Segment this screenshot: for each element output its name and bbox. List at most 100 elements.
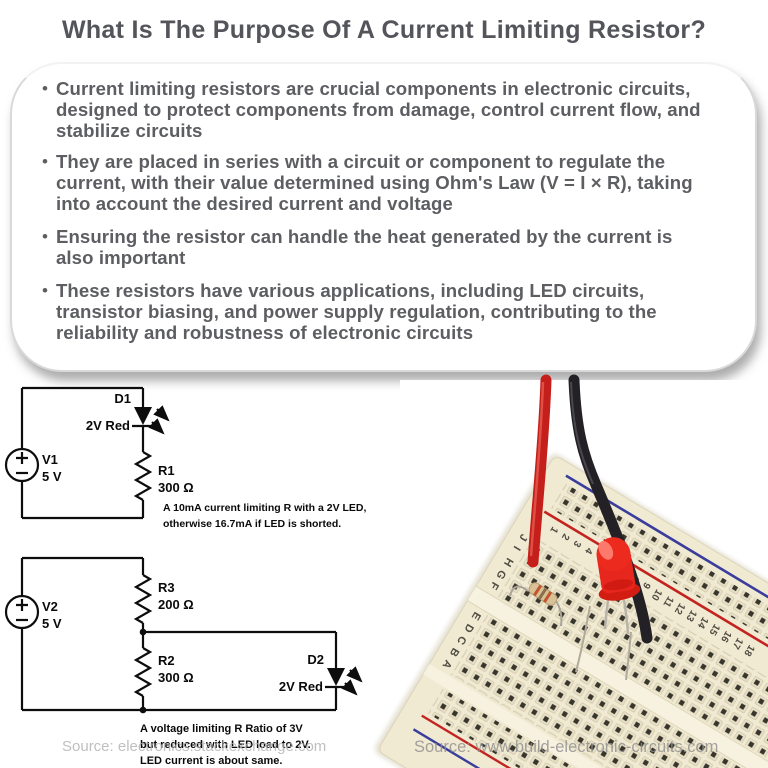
breadboard-column-number: 17 bbox=[729, 636, 744, 652]
led-highlight bbox=[598, 540, 614, 560]
bank-ae-holes bbox=[450, 614, 768, 768]
top-rail-holes bbox=[550, 483, 768, 768]
circuit-schematic: V1 5 V D1 2V Red R1 300 Ω A 10mA current… bbox=[4, 386, 367, 767]
blue-rail-line bbox=[565, 474, 768, 768]
bullet-item: • Current limiting resistors are crucial… bbox=[42, 78, 731, 141]
bullet-text-line: These resistors have various application… bbox=[55, 280, 645, 301]
bank-fj-holes bbox=[497, 536, 768, 768]
bottom-red-rail-line bbox=[421, 714, 768, 768]
breadboard-column-number: 13 bbox=[683, 608, 698, 624]
breadboard-column-number: 2 bbox=[559, 531, 572, 542]
center-groove bbox=[467, 586, 768, 768]
resistor-lead bbox=[555, 600, 563, 627]
resistor-r1-symbol bbox=[133, 451, 153, 501]
resistor-lead bbox=[509, 585, 529, 597]
breadboard-column-number: 9 bbox=[640, 580, 653, 591]
schematic-watermark: Source: electronics.stackexchange.com bbox=[62, 738, 326, 755]
light-arrow-icon bbox=[148, 418, 165, 435]
led-lead bbox=[622, 599, 630, 635]
r2-value: 300 Ω bbox=[158, 670, 194, 685]
wire bbox=[20, 386, 143, 520]
breadboard-column-number: 14 bbox=[695, 615, 710, 631]
breadboard-column-number: 1 bbox=[547, 524, 560, 535]
bottom-rail-holes bbox=[427, 688, 768, 768]
bullet-text-line: reliability and robustness of electronic… bbox=[55, 322, 474, 343]
circuit-1: V1 5 V D1 2V Red R1 300 Ω A 10mA current… bbox=[4, 386, 367, 530]
plus-symbol bbox=[16, 452, 28, 464]
breadboard-column-number: 18 bbox=[741, 643, 756, 659]
breadboard-row-letter: J bbox=[516, 532, 529, 543]
circuit1-note-line2: otherwise 16.7mA if LED is shorted. bbox=[163, 518, 341, 530]
circuit-2: V2 5 V R3 200 Ω R2 300 Ω D2 2V Red A vol… bbox=[4, 556, 363, 767]
breadboard-column-number: 3 bbox=[570, 538, 583, 549]
wire bbox=[141, 623, 336, 634]
breadboard-column-number: 4 bbox=[582, 545, 595, 556]
page-title: What Is The Purpose Of A Current Limitin… bbox=[61, 16, 707, 44]
circuit2-note-line2: but reduced with LED load to 2V. bbox=[140, 739, 311, 751]
black-jumper-wire bbox=[568, 374, 653, 644]
red-led bbox=[596, 537, 641, 635]
photo-watermark: Source: www.build-electronic-circuits.co… bbox=[414, 738, 718, 756]
breadboard-column-number: 10 bbox=[648, 587, 663, 603]
resistor-r2-symbol bbox=[133, 647, 153, 697]
breadboard-column-number: 15 bbox=[706, 622, 721, 638]
component-lead-wire bbox=[575, 605, 591, 673]
breadboard-column-number: 12 bbox=[672, 601, 687, 617]
d2-name: D2 bbox=[307, 652, 324, 667]
circuit2-note-line1: A voltage limiting R Ratio of 3V bbox=[140, 723, 303, 735]
resistor-component bbox=[509, 582, 563, 627]
bullet-text-line: They are placed in series with a circuit… bbox=[55, 151, 666, 172]
bullet-icon: • bbox=[42, 281, 48, 300]
resistor-r3-symbol bbox=[133, 574, 153, 624]
circuit1-note-line1: A 10mA current limiting R with a 2V LED, bbox=[163, 502, 367, 514]
v1-name: V1 bbox=[42, 452, 58, 467]
bullet-text-line: Current limiting resistors are crucial c… bbox=[55, 78, 691, 99]
red-wire-highlight bbox=[529, 381, 545, 557]
bullet-text-line: transistor biasing, and power supply reg… bbox=[55, 301, 657, 322]
black-wire-highlight bbox=[570, 381, 594, 485]
bullet-item: • Ensuring the resistor can handle the h… bbox=[42, 226, 731, 268]
r1-name: R1 bbox=[158, 463, 175, 478]
component-lead-wire bbox=[625, 631, 632, 681]
r3-name: R3 bbox=[158, 580, 175, 595]
bullet-icon: • bbox=[42, 152, 48, 171]
bullet-icon: • bbox=[42, 227, 48, 246]
circuit2-note-line3: LED current is about same. bbox=[140, 755, 282, 767]
wire bbox=[20, 556, 336, 712]
v2-value: 5 V bbox=[42, 616, 62, 631]
led-d2-symbol bbox=[327, 668, 345, 686]
led-base-shade bbox=[603, 579, 634, 591]
d1-label: 2V Red bbox=[86, 418, 130, 433]
info-card: • Current limiting resistors are crucial… bbox=[10, 62, 757, 372]
breadboard-row-letter: I bbox=[511, 544, 523, 553]
groove-edges bbox=[467, 585, 768, 768]
voltage-source-v2 bbox=[4, 594, 40, 630]
d1-name: D1 bbox=[114, 391, 131, 406]
v2-name: V2 bbox=[42, 599, 58, 614]
bullet-text-line: into account the desired current and vol… bbox=[55, 193, 453, 214]
bullet-text-line: stabilize circuits bbox=[55, 120, 203, 141]
r2-name: R2 bbox=[158, 653, 175, 668]
bullet-item: • These resistors have various applicati… bbox=[42, 280, 731, 343]
d2-label: 2V Red bbox=[279, 679, 323, 694]
voltage-source-v1 bbox=[4, 447, 40, 483]
bullet-icon: • bbox=[42, 79, 48, 98]
lower-groove bbox=[423, 664, 768, 768]
light-arrow-icon bbox=[153, 405, 170, 422]
light-arrow-icon bbox=[341, 679, 358, 696]
bullet-text-line: designed to protect components from dama… bbox=[55, 99, 701, 120]
led-lead bbox=[603, 599, 610, 630]
bullet-item: • They are placed in series with a circu… bbox=[42, 151, 731, 214]
breadboard-column-number: 16 bbox=[718, 629, 733, 645]
r1-value: 300 Ω bbox=[158, 480, 194, 495]
bullet-text-line: Ensuring the resistor can handle the hea… bbox=[55, 226, 673, 247]
plus-symbol bbox=[16, 599, 28, 611]
light-arrow-icon bbox=[346, 666, 363, 683]
led-d1-symbol bbox=[134, 407, 152, 425]
v1-value: 5 V bbox=[42, 469, 62, 484]
red-jumper-wire bbox=[527, 374, 552, 568]
